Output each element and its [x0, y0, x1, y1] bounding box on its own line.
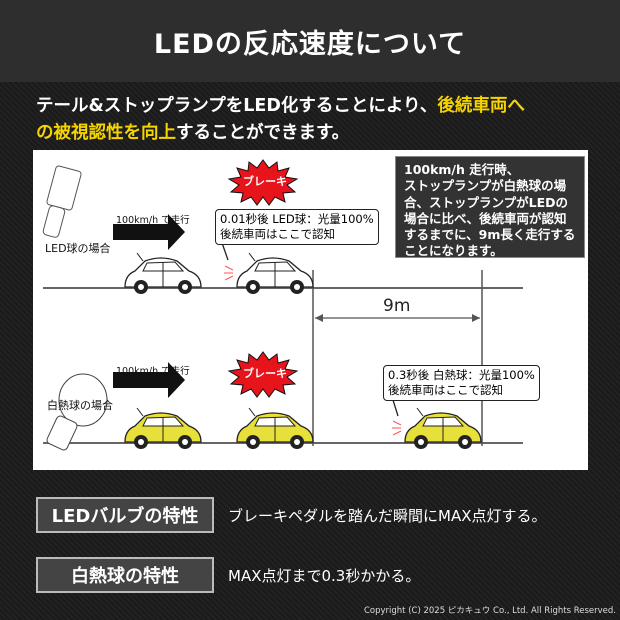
lead-text: することができます。 [176, 123, 350, 143]
incandescent-bubble: 0.3秒後 白熱球：光量100%後続車両はここで認知 [383, 365, 540, 401]
note-line: 場合に比べ、後続車両が認知 [404, 210, 567, 226]
diagram-graphics [42, 159, 523, 451]
distance-label: 9m [383, 296, 411, 316]
note-line: 合、ストップランプがLEDの [404, 194, 569, 210]
page-title: LEDの反応速度について [153, 28, 467, 60]
bubble-line: 0.01秒後 LED球：光量100% [220, 212, 374, 226]
led-feature-label: LEDバルブの特性 [36, 497, 214, 533]
lead-text: テール&ストップランプをLED化することにより、 [36, 96, 438, 116]
led-case-label: LED球の場合 [45, 242, 111, 255]
note-line: するまでに、9m長く走行する [404, 227, 576, 242]
note-line: ことになります。 [404, 243, 503, 259]
lead-highlight: 後続車両へ [437, 96, 525, 116]
speed-label-top: 100km/h で走行 [116, 215, 190, 226]
lead-highlight: の被視認性を向上 [36, 123, 176, 143]
note-line: 100km/h 走行時、 [404, 162, 520, 177]
speed-label-bottom: 100km/h で走行 [116, 366, 190, 377]
led-bulb-icon [42, 165, 82, 238]
incandescent-bulb-icon [46, 373, 108, 451]
bubble-line: 後続車両はここで認知 [220, 226, 335, 241]
led-feature-desc: ブレーキペダルを踏んだ瞬間にMAX点灯する。 [228, 507, 547, 525]
title-bar: LEDの反応速度について [0, 0, 620, 82]
note-line: ストップランプが白熱球の場 [404, 178, 567, 194]
led-bubble: 0.01秒後 LED球：光量100%後続車両はここで認知 [215, 209, 379, 245]
bubble-line: 0.3秒後 白熱球：光量100% [388, 368, 535, 382]
brake-label-top: ブレーキ [243, 175, 287, 188]
bubble-line: 後続車両はここで認知 [388, 382, 503, 397]
note-box: 100km/h 走行時、 ストップランプが白熱球の場 合、ストップランプがLED… [395, 156, 585, 258]
speed-arrow-top [113, 214, 185, 250]
lead-line-2: の被視認性を向上することができます。 [36, 119, 349, 144]
speed-arrow-bottom [113, 362, 185, 398]
diagram-panel: LED球の場合 白熱球の場合 100km/h で走行 100km/h で走行 ブ… [33, 150, 588, 470]
brake-label-bottom: ブレーキ [243, 367, 287, 380]
brake-light-rays [224, 265, 402, 436]
incandescent-case-label: 白熱球の場合 [47, 399, 113, 412]
incandescent-feature-desc: MAX点灯まで0.3秒かかる。 [228, 567, 421, 585]
copyright: Copyright (C) 2025 ピカキュウ Co., Ltd. All R… [363, 606, 616, 616]
lead-line-1: テール&ストップランプをLED化することにより、後続車両へ [36, 92, 525, 117]
incandescent-feature-label: 白熱球の特性 [36, 557, 214, 593]
distance-arrow [315, 314, 480, 322]
